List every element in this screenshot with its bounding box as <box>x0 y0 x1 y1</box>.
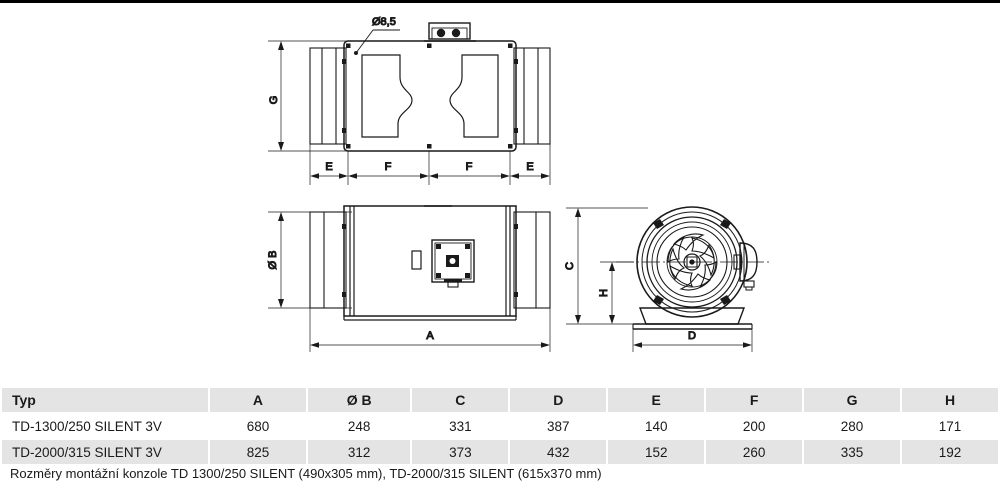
col-header-f: F <box>706 388 803 412</box>
cell-typ: TD-1300/250 SILENT 3V <box>2 414 208 438</box>
dim-label-diameter-b: Ø B <box>267 251 279 270</box>
dim-label-a: A <box>426 330 434 342</box>
top-view-group: Ø8,5 G E F F <box>267 15 551 185</box>
dim-label-e-right: E <box>526 161 533 173</box>
cell-f: 200 <box>706 414 803 438</box>
cell-a: 825 <box>210 440 306 464</box>
table-header-row: Typ A Ø B C D E F G H <box>2 388 998 412</box>
col-header-typ: Typ <box>2 388 208 412</box>
figure-caption: Rozměry montážní konzole TD 1300/250 SIL… <box>10 466 602 481</box>
col-header-diameter-b: Ø B <box>307 388 411 412</box>
dim-label-c: C <box>564 262 576 270</box>
col-header-e: E <box>608 388 705 412</box>
table-row: TD-1300/250 SILENT 3V 680 248 331 387 14… <box>2 414 998 438</box>
col-header-g: G <box>804 388 901 412</box>
top-black-bar <box>0 0 1000 3</box>
cell-h: 171 <box>902 414 998 438</box>
cell-f: 260 <box>706 440 803 464</box>
cell-c: 373 <box>412 440 509 464</box>
cell-c: 331 <box>412 414 509 438</box>
side-view-group: Ø B A <box>266 205 551 352</box>
dim-label-f-right: F <box>466 161 473 173</box>
cell-d: 387 <box>510 414 607 438</box>
cell-d: 432 <box>510 440 607 464</box>
col-header-c: C <box>412 388 509 412</box>
dim-label-g: G <box>268 96 280 105</box>
cell-h: 192 <box>902 440 998 464</box>
cell-diameter-b: 248 <box>307 414 411 438</box>
cell-diameter-b: 312 <box>307 440 411 464</box>
dim-label-h: H <box>598 289 610 297</box>
table-row: TD-2000/315 SILENT 3V 825 312 373 432 15… <box>2 440 998 464</box>
technical-drawing: Ø8,5 G E F F <box>266 15 772 352</box>
cell-g: 280 <box>804 414 901 438</box>
dim-label-f-left: F <box>385 161 392 173</box>
cell-e: 140 <box>608 414 705 438</box>
dim-label-e-left: E <box>325 161 332 173</box>
cell-e: 152 <box>608 440 705 464</box>
cell-typ: TD-2000/315 SILENT 3V <box>2 440 208 464</box>
dim-label-d: D <box>688 330 696 342</box>
dimensions-table: Typ A Ø B C D E F G H TD-1300/250 SILENT… <box>0 386 1000 466</box>
col-header-d: D <box>510 388 607 412</box>
hole-callout-label: Ø8,5 <box>372 16 396 28</box>
cell-a: 680 <box>210 414 306 438</box>
col-header-h: H <box>902 388 998 412</box>
front-view-group: C H D <box>563 206 772 352</box>
cell-g: 335 <box>804 440 901 464</box>
col-header-a: A <box>210 388 306 412</box>
